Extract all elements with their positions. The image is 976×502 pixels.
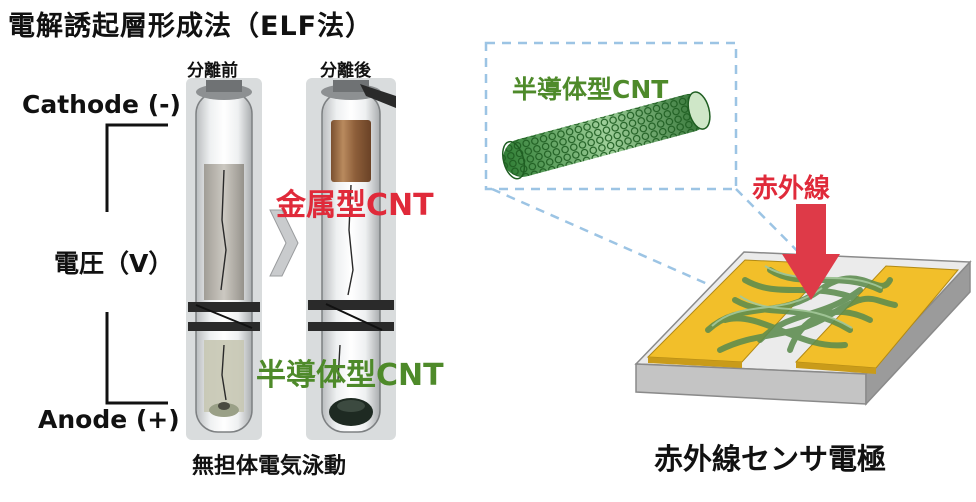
nanotube-icon [501,91,711,180]
method-caption: 無担体電気泳動 [192,454,347,479]
voltage-label: 電圧（V） [54,249,174,278]
anode-label: Anode (+) [38,405,180,434]
tube-after [306,78,396,440]
tube-before [186,78,262,440]
cnt-inset-frame [484,41,738,191]
inset-cnt-label: 半導体型CNT [512,75,669,104]
semiconducting-cnt-label: 半導体型CNT [256,358,444,393]
label-after-separation: 分離後 [320,61,371,81]
metallic-cnt-label: 金属型CNT [276,188,434,223]
voltage-bracket [105,123,168,405]
cathode-label: Cathode (-) [22,90,181,119]
page-title: 電解誘起層形成法（ELF法） [8,11,374,42]
infrared-arrow-icon [782,204,840,300]
process-chevron-icon [269,209,299,277]
infrared-label: 赤外線 [752,174,831,204]
sensor-caption: 赤外線センサ電極 [654,442,887,476]
label-before-separation: 分離前 [187,61,238,81]
ir-sensor-device [634,251,972,406]
